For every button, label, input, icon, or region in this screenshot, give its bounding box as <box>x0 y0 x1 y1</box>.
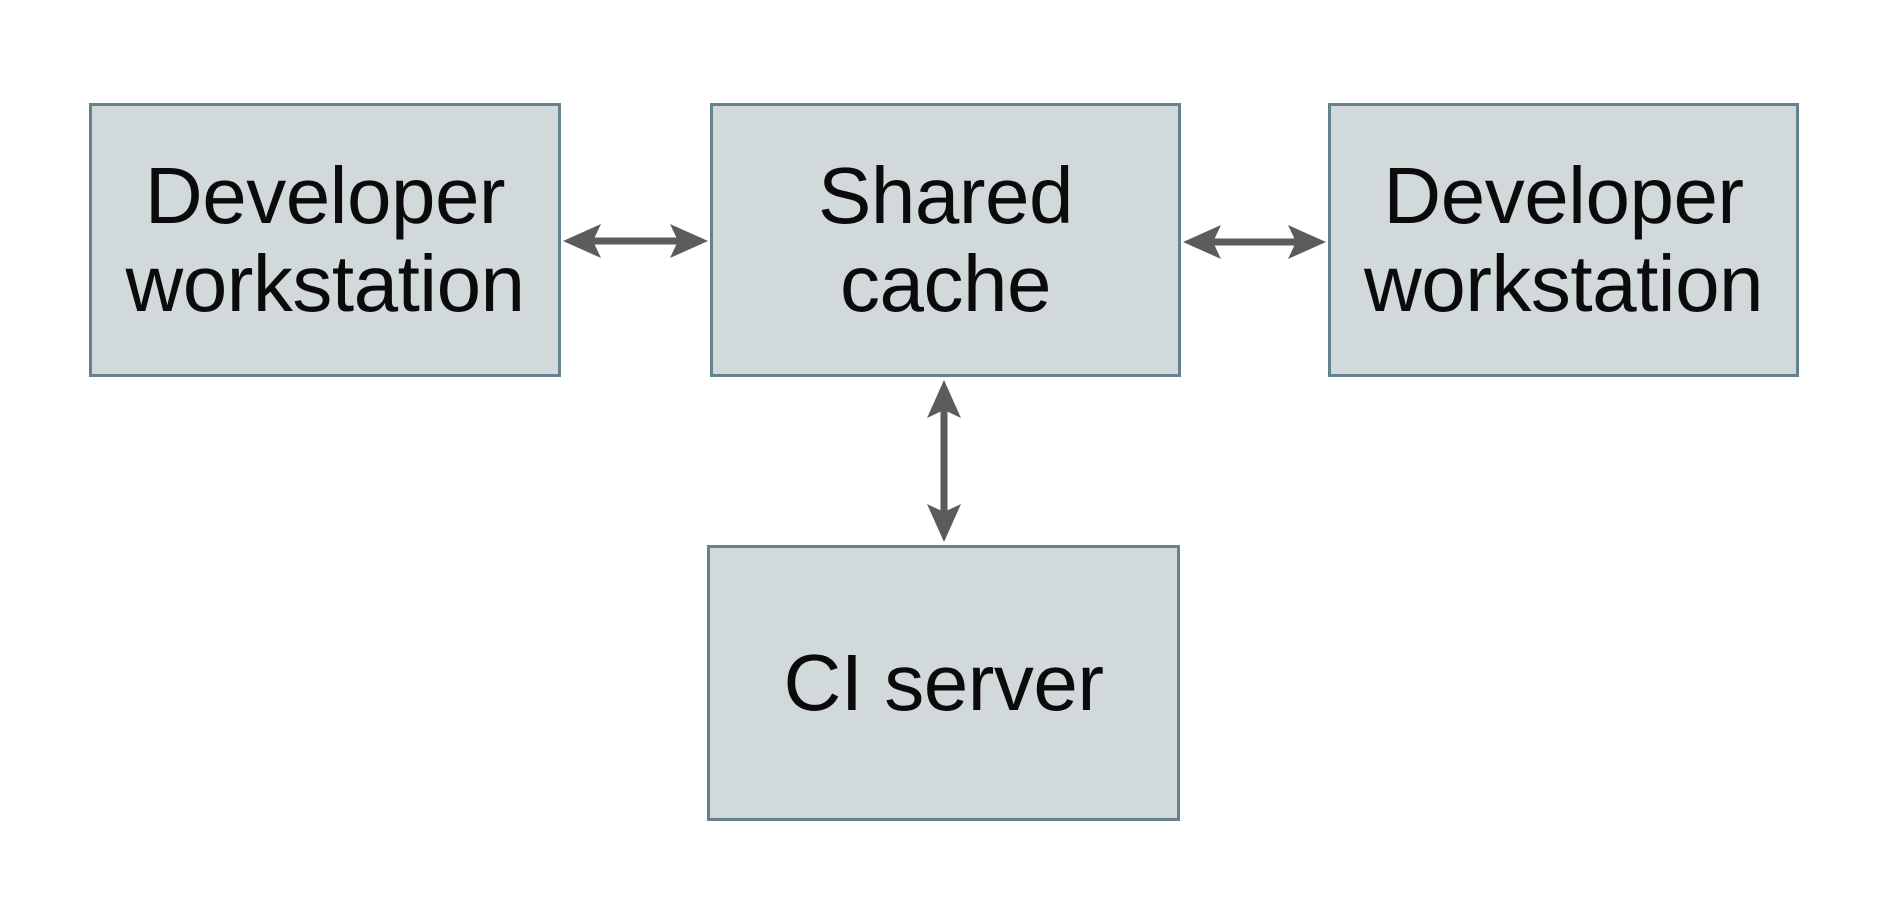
node-label-developer-workstation-right: Developer workstation <box>1363 151 1764 328</box>
node-developer-workstation-right: Developer workstation <box>1328 103 1799 377</box>
bidirectional-arrow-left-workstation-shared-cache <box>563 224 708 258</box>
bidirectional-arrow-shared-cache-ci-server <box>927 380 961 542</box>
node-label-developer-workstation-left: Developer workstation <box>125 151 525 328</box>
node-developer-workstation-left: Developer workstation <box>89 103 561 377</box>
node-label-ci-server: CI server <box>783 638 1105 727</box>
bidirectional-arrow-shared-cache-right-workstation <box>1183 225 1326 259</box>
node-label-shared-cache: Shared cache <box>818 151 1073 328</box>
node-shared-cache: Shared cache <box>710 103 1181 377</box>
node-ci-server: CI server <box>707 545 1180 821</box>
